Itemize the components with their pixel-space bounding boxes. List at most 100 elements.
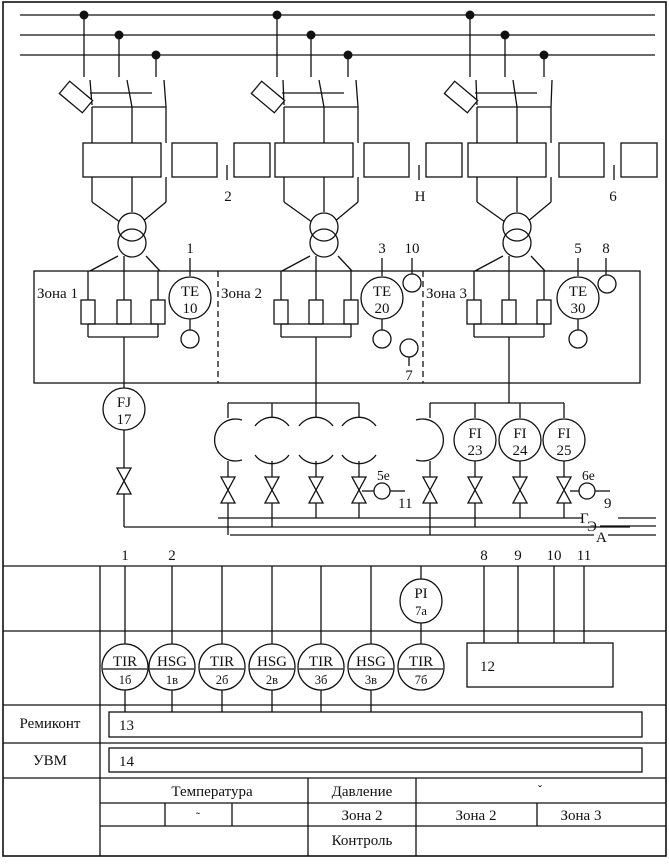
burner-2 (254, 403, 290, 527)
zone-label-2: Зона 2 (221, 286, 262, 302)
breaker-drive-icon (443, 80, 479, 114)
controller-code: HSG (157, 654, 187, 670)
transformer-icon (117, 212, 147, 242)
flow-indicator-code: FI (557, 426, 570, 442)
power-unit-1 (58, 10, 271, 272)
svg-text:5: 5 (574, 241, 582, 257)
zone-label-1: Зона 1 (37, 286, 78, 302)
svg-text:30: 30 (571, 301, 586, 317)
svg-text:10: 10 (183, 301, 198, 317)
svg-text:TE: TE (569, 284, 587, 300)
heater-element-icon (466, 299, 482, 325)
flow-indicator-num: 25 (557, 443, 572, 459)
gas-line-label-a: А (596, 530, 607, 546)
controller-num: 1б (119, 673, 132, 687)
svg-text:TE: TE (181, 284, 199, 300)
controller-code: HSG (356, 654, 386, 670)
control-unit (620, 142, 658, 178)
flow-indicator-code: FI (468, 426, 481, 442)
temperature-sensor-1: 1 TE 10 (168, 241, 212, 349)
heater-element-icon (273, 299, 289, 325)
power-label-2: Н (415, 189, 426, 205)
controller-num: 7б (415, 673, 428, 687)
controller-hsg-2: HSG 1в (148, 566, 196, 712)
power-unit-2 (250, 10, 463, 272)
flow-indicator-code: FI (513, 426, 526, 442)
burner-1 (214, 403, 243, 535)
actuator-6e: 6е 9 (570, 468, 612, 512)
heater-set-2 (273, 256, 359, 338)
svg-text:7а: 7а (415, 604, 427, 618)
control-unit (363, 142, 410, 178)
breaker-drive-icon (58, 80, 94, 114)
controller-code: TIR (309, 654, 333, 670)
heater-element-icon (116, 299, 132, 325)
signal-number: 2 (168, 548, 176, 564)
power-units (58, 10, 658, 272)
transformer-icon (309, 212, 339, 242)
controller-num: 1в (166, 673, 178, 687)
table-cell: Зона 2 (342, 808, 383, 824)
valve-icon (421, 476, 439, 504)
heater-set-1 (80, 256, 166, 338)
controller-code: TIR (409, 654, 433, 670)
svg-text:13: 13 (119, 718, 134, 734)
valve-icon (263, 476, 281, 504)
burner-icon (214, 418, 243, 462)
burner-icon (254, 416, 290, 427)
table-cell: Зона 2 (456, 808, 497, 824)
row-label: УВМ (33, 753, 67, 769)
heater-element-icon (308, 299, 324, 325)
control-unit (171, 142, 218, 178)
thermocouple-icon (180, 329, 200, 349)
controller-num: 2в (266, 673, 278, 687)
thermocouple-icon (372, 329, 392, 349)
valve-icon (555, 476, 573, 504)
svg-text:9: 9 (604, 496, 612, 512)
thyristor-unit (274, 142, 354, 178)
svg-text:14: 14 (119, 754, 135, 770)
power-label-3: 6 (609, 189, 617, 205)
temperature-sensor-3: 5 TE 30 8 (556, 241, 617, 349)
table-cell: ˜ (196, 810, 201, 824)
svg-text:6е: 6е (582, 468, 595, 483)
row-uvm: УВМ 14 (33, 747, 643, 773)
control-unit (425, 142, 463, 178)
controller-num: 2б (216, 673, 229, 687)
table-header-temperature: Температура (171, 784, 253, 800)
zone-block: Зона 1 Зона 2 Зона 3 (33, 270, 641, 384)
valve-icon (219, 476, 237, 504)
svg-text:5е: 5е (377, 468, 390, 483)
block-12: 12 (466, 566, 614, 688)
control-unit (233, 142, 271, 178)
temperature-sensor-2: 3 TE 20 10 7 (360, 241, 422, 384)
signal-number: 11 (577, 548, 591, 564)
pressure-indicator-pi7a: PI 7а (399, 566, 443, 645)
transformer-icon (502, 212, 532, 242)
heater-element-icon (343, 299, 359, 325)
sensor-icon (402, 273, 422, 293)
actuator-5e: 5е 11 (362, 468, 412, 512)
zone-heaters (80, 256, 552, 403)
valve-icon (350, 476, 368, 504)
heater-element-icon (80, 299, 96, 325)
heater-set-3 (466, 256, 552, 338)
sensor-ref-1: 1 (186, 241, 194, 257)
remikont-block (108, 711, 643, 738)
svg-text:12: 12 (480, 659, 495, 675)
table-cell-control: Контроль (332, 833, 393, 849)
heater-element-icon (150, 299, 166, 325)
burner-4 (341, 403, 377, 518)
heater-element-icon (536, 299, 552, 325)
thyristor-unit (467, 142, 547, 178)
sensor-icon (399, 338, 419, 358)
svg-text:17: 17 (117, 412, 133, 428)
table-cell: Зона 3 (561, 808, 602, 824)
